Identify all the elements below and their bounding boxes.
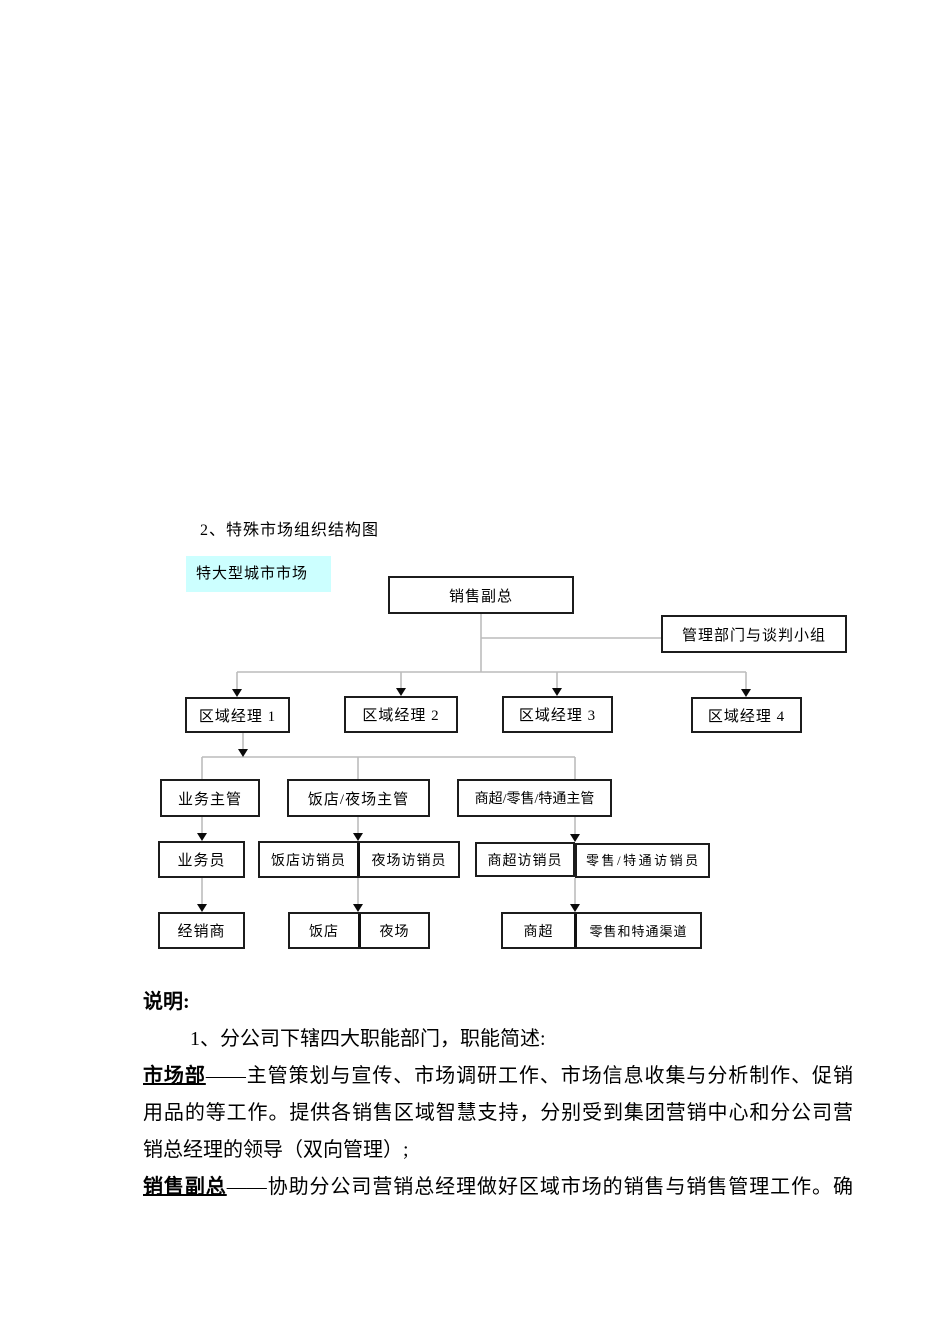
- node-supermarket-retail-channels: 商超 零售和特通渠道: [501, 912, 702, 949]
- para-market-dept-line2: 用品的等工作。提供各销售区域智慧支持，分别受到集团营销中心和分公司营: [143, 1102, 853, 1124]
- node-regional-manager-1: 区域经理 1: [185, 697, 290, 733]
- node-hotel-rep: 饭店访销员: [260, 843, 360, 876]
- node-retail-channel: 零售和特通渠道: [589, 924, 688, 939]
- para-sales-vp-line1: 销售副总——协助分公司营销总经理做好区域市场的销售与销售管理工作。确: [143, 1169, 853, 1206]
- market-tag-highlight: 特大型城市市场: [186, 556, 331, 592]
- node-night-venue: 夜场: [379, 924, 410, 940]
- node-night-rep: 夜场访销员: [371, 853, 447, 869]
- node-biz-supervisor: 业务主管: [160, 779, 260, 817]
- node-retail-supervisor: 商超/零售/特通主管: [457, 779, 612, 817]
- notes-section: 说明: 1、分公司下辖四大职能部门，职能简述: 市场部——主管策划与宣传、市场调…: [143, 984, 853, 1206]
- node-distributor: 经销商: [158, 912, 245, 949]
- node-mgmt-negotiation-team: 管理部门与谈判小组: [661, 615, 847, 653]
- node-hotel-night-reps: 饭店访销员 夜场访销员: [258, 841, 460, 878]
- node-regional-manager-3: 区域经理 3: [502, 696, 613, 733]
- market-dept-lead: 市场部: [143, 1065, 206, 1087]
- node-sales-vp: 销售副总: [388, 576, 574, 614]
- notes-heading: 说明:: [143, 991, 190, 1013]
- node-hotel: 饭店: [290, 914, 361, 947]
- para-market-dept-line3: 销总经理的领导（双向管理）;: [143, 1139, 409, 1161]
- node-regional-manager-2: 区域经理 2: [344, 696, 458, 733]
- node-biz-rep: 业务员: [158, 841, 245, 878]
- node-retail-special-rep: 零售/特通访销员: [575, 843, 710, 878]
- notes-item-1: 1、分公司下辖四大职能部门，职能简述:: [190, 1028, 546, 1050]
- sales-vp-text1: ——协助分公司营销总经理做好区域市场的销售与销售管理工作。确: [226, 1176, 853, 1198]
- node-supermarket: 商超: [503, 914, 577, 947]
- node-hotel-night-channels: 饭店 夜场: [288, 912, 430, 949]
- node-hotel-night-supervisor: 饭店/夜场主管: [287, 779, 430, 817]
- node-supermarket-rep: 商超访销员: [475, 842, 575, 877]
- para-market-dept-line1: 市场部——主管策划与宣传、市场调研工作、市场信息收集与分析制作、促销: [143, 1058, 853, 1095]
- section-title: 2、特殊市场组织结构图: [200, 522, 380, 539]
- sales-vp-lead: 销售副总: [143, 1176, 227, 1198]
- node-regional-manager-4: 区域经理 4: [691, 697, 802, 733]
- market-dept-text1: ——主管策划与宣传、市场调研工作、市场信息收集与分析制作、促销: [205, 1065, 853, 1087]
